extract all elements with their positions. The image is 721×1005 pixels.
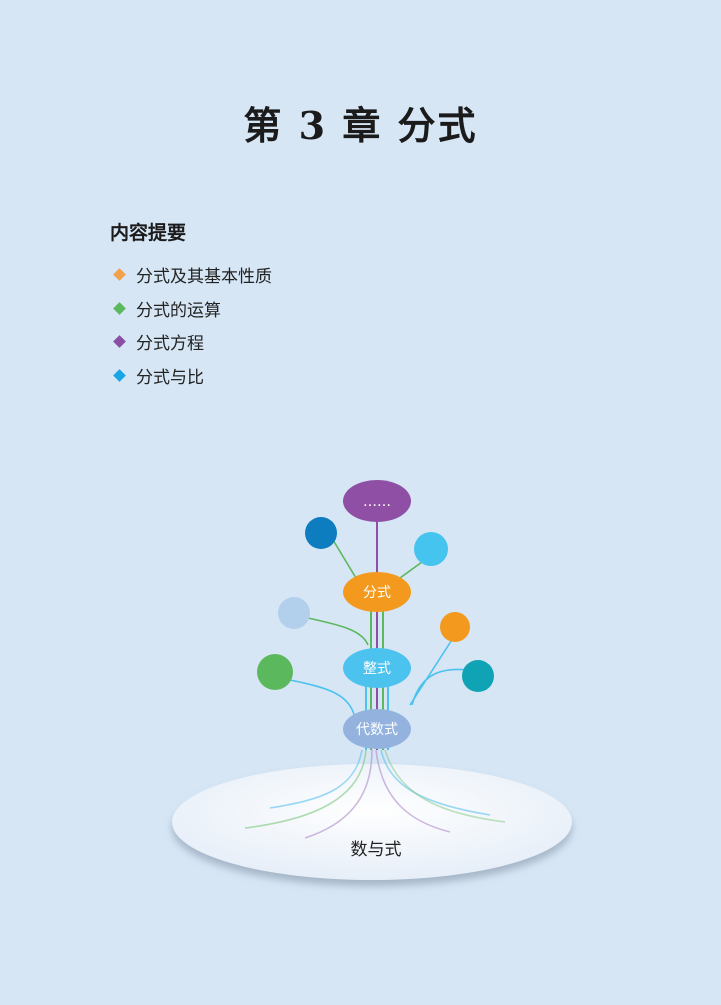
summary-item-fraction-ratio: 分式与比 [113, 359, 272, 393]
base-plate [172, 764, 572, 880]
leaf-circle-dark-blue [305, 517, 337, 549]
node-top-label: …… [363, 494, 391, 510]
summary-item-label: 分式与比 [136, 367, 204, 388]
knowledge-tree-diagram: …… 分式 整式 代数式 数与式 [172, 480, 572, 880]
summary-item-fraction-equations: 分式方程 [113, 325, 272, 359]
summary-list: 分式及其基本性质 分式的运算 分式方程 分式与比 [113, 258, 272, 392]
chapter-title: 第 3 章 分式 [243, 103, 478, 148]
node-fraction-label: 分式 [363, 585, 391, 601]
leaf-circle-light-blue [414, 532, 448, 566]
summary-item-label: 分式的运算 [136, 300, 221, 321]
node-integral-label: 整式 [363, 661, 391, 677]
node-fraction: 分式 [343, 572, 411, 612]
node-integral: 整式 [343, 648, 411, 688]
leaf-circle-teal [462, 660, 494, 692]
summary-item-fraction-operations: 分式的运算 [113, 292, 272, 326]
tree-roots [244, 749, 506, 839]
summary-item-fraction-properties: 分式及其基本性质 [113, 258, 272, 292]
diamond-bullet-icon [113, 268, 126, 282]
diamond-bullet-icon [113, 368, 126, 382]
node-algebraic: 代数式 [343, 709, 411, 749]
summary-item-label: 分式方程 [136, 334, 204, 355]
leaf-circle-orange [440, 612, 470, 642]
node-algebraic-label: 代数式 [356, 722, 398, 738]
diamond-bullet-icon [113, 335, 126, 349]
leaf-circle-pale-blue [278, 597, 310, 629]
base-label: 数与式 [351, 840, 402, 860]
diamond-bullet-icon [113, 301, 126, 315]
node-top: …… [343, 480, 411, 522]
leaf-circle-green [257, 654, 293, 690]
summary-item-label: 分式及其基本性质 [136, 267, 272, 288]
tree-branches [289, 534, 469, 719]
summary-heading: 内容提要 [110, 222, 187, 244]
